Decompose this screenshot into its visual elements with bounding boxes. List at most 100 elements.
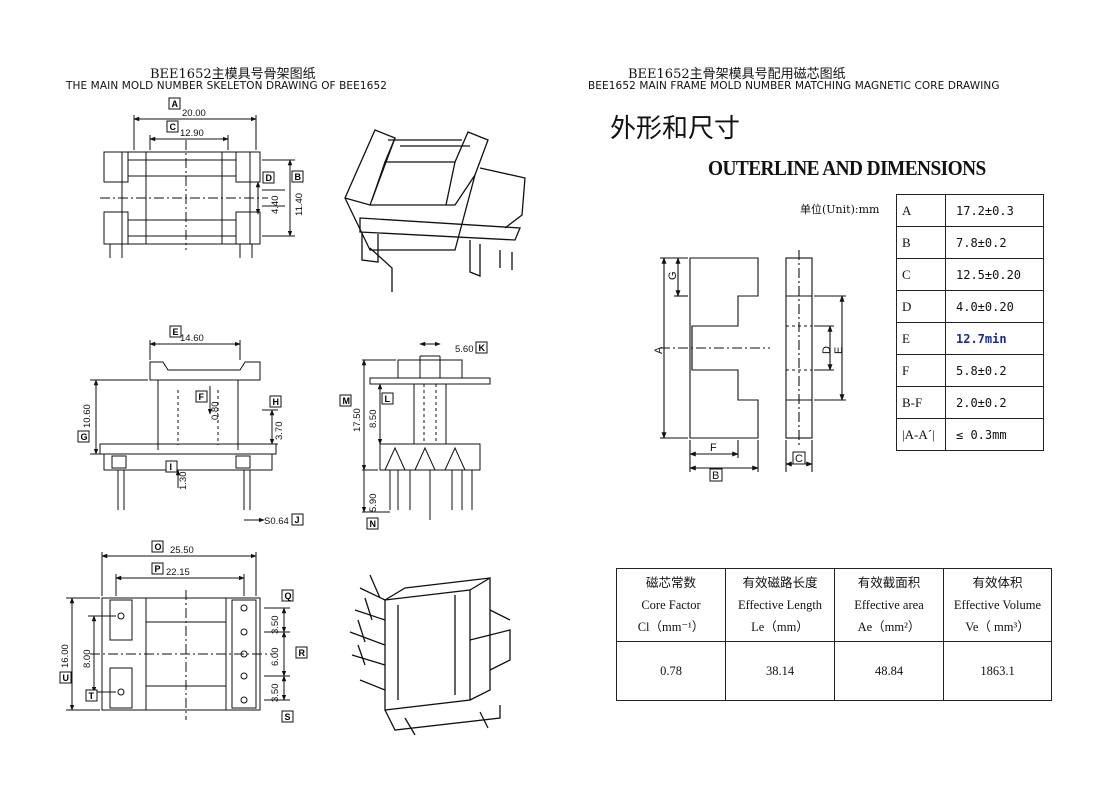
dim-value-q: 3.50	[270, 616, 281, 635]
header-en: Effective Length	[737, 598, 823, 612]
svg-text:B: B	[295, 172, 302, 182]
svg-text:L: L	[385, 394, 391, 404]
core-label-c: C	[795, 453, 803, 465]
dim-value: 5.8±0.2	[945, 354, 1044, 387]
dim-tag-e: E	[169, 325, 182, 338]
core-property-table: 磁芯常数 Core Factor Cl（mm⁻¹） 有效磁路长度 Effecti…	[616, 568, 1052, 701]
right-title-en: BEE1652 MAIN FRAME MOLD NUMBER MATCHING …	[588, 80, 1000, 92]
dim-value-p: 22.15	[166, 567, 190, 578]
value-core-factor: 0.78	[616, 641, 726, 701]
header-sym: Cl（mm⁻¹）	[637, 620, 705, 634]
svg-text:G: G	[81, 432, 88, 442]
svg-text:O: O	[155, 542, 162, 552]
header-sym: Ae（mm²）	[857, 620, 921, 634]
dim-value-i: 1.30	[178, 472, 189, 491]
header-en: Core Factor	[641, 598, 701, 612]
bobbin-bottom-view	[66, 552, 290, 720]
header-sym: Ve（ mm³）	[965, 620, 1030, 634]
core-label-c-box: C	[792, 451, 806, 465]
bobbin-top-view	[100, 115, 295, 258]
outline-title-cn: 外形和尺寸	[610, 114, 741, 144]
dim-tag-j: J	[291, 513, 304, 526]
dim-value: 7.8±0.2	[945, 226, 1044, 259]
dim-tag-h: H	[269, 395, 282, 408]
dim-value-k: 5.60	[455, 344, 474, 355]
core-label-g: G	[667, 271, 679, 280]
right-title-cn: BEE1652主骨架模具号配用磁芯图纸	[628, 67, 846, 82]
core-label-e: E	[833, 347, 845, 354]
svg-text:S: S	[285, 712, 291, 722]
dim-tag-l: L	[381, 392, 394, 405]
unit-label: 单位(Unit):mm	[800, 203, 880, 216]
dim-value-t: 8.00	[82, 650, 93, 669]
core-label-f: F	[710, 442, 717, 454]
value-effective-volume: 1863.1	[943, 641, 1052, 701]
dim-key: |A-A´|	[896, 418, 946, 451]
dim-value-l: 8.50	[368, 410, 379, 429]
svg-text:E: E	[173, 327, 179, 337]
header-en: Effective Volume	[953, 598, 1042, 612]
core-label-a: A	[653, 346, 665, 354]
dim-value-h: 3.70	[274, 422, 285, 441]
core-label-d: D	[821, 346, 833, 354]
core-drawing: A G F B C D E	[653, 250, 846, 482]
dim-key: B	[896, 226, 946, 259]
dim-value-e: 14.60	[180, 333, 204, 344]
header-core-factor: 磁芯常数 Core Factor Cl（mm⁻¹）	[616, 568, 726, 642]
dim-value-j: S0.64	[264, 516, 289, 527]
header-cn: 有效截面积	[857, 576, 921, 590]
dim-tag-d: D	[262, 171, 275, 184]
dim-tag-n: N	[366, 517, 379, 530]
dim-tag-r: R	[295, 646, 308, 659]
svg-text:N: N	[370, 519, 377, 529]
bobbin-drawings: 20.00 12.90 4.40 11.40 14.60 0.80 10.60 …	[59, 97, 526, 736]
dim-tag-m: M	[339, 394, 352, 407]
dim-key: E	[896, 322, 946, 355]
header-effective-length: 有效磁路长度 Effective Length Le（mm）	[725, 568, 835, 642]
dim-tag-o: O	[151, 540, 164, 553]
svg-text:T: T	[89, 691, 95, 701]
dim-value-m: 17.50	[352, 408, 363, 432]
dim-key: D	[896, 290, 946, 323]
dim-tag-b: B	[291, 170, 304, 183]
bobbin-iso-bottom	[349, 574, 511, 736]
value-effective-length: 38.14	[725, 641, 835, 701]
dim-value: 4.0±0.20	[945, 290, 1044, 323]
header-effective-area: 有效截面积 Effective area Ae（mm²）	[834, 568, 944, 642]
header-sym: Le（mm）	[751, 620, 809, 634]
svg-text:C: C	[170, 122, 177, 132]
svg-text:Q: Q	[285, 591, 292, 601]
bobbin-front-view	[361, 341, 491, 520]
dim-value-s: 3.50	[270, 684, 281, 703]
dim-value-highlight: 12.7min	[945, 322, 1044, 355]
header-en: Effective area	[854, 598, 924, 612]
header-effective-volume: 有效体积 Effective Volume Ve（ mm³）	[943, 568, 1052, 642]
dim-value-d: 4.40	[270, 196, 281, 215]
bobbin-iso-top	[344, 129, 526, 292]
svg-text:D: D	[266, 173, 273, 183]
svg-text:M: M	[343, 396, 351, 406]
dim-value-a: 20.00	[182, 108, 206, 119]
dim-value-b: 11.40	[294, 193, 305, 216]
dim-value-f: 0.80	[210, 402, 221, 421]
dim-tag-f: F	[195, 390, 208, 403]
left-title-cn: BEE1652主模具号骨架图纸	[150, 67, 316, 82]
svg-text:R: R	[299, 648, 306, 658]
dim-value-u: 16.00	[60, 644, 71, 668]
svg-text:H: H	[273, 397, 280, 407]
dim-tag-g: G	[77, 430, 90, 443]
dim-value-c: 12.90	[180, 128, 204, 139]
svg-text:J: J	[295, 515, 300, 525]
dim-value: 17.2±0.3	[945, 194, 1044, 227]
value-effective-area: 48.84	[834, 641, 944, 701]
dim-tag-s: S	[281, 710, 294, 723]
dim-value: 12.5±0.20	[945, 258, 1044, 291]
dim-value: ≤ 0.3mm	[945, 418, 1044, 451]
header-cn: 有效体积	[972, 576, 1023, 590]
dim-tag-a: A	[168, 97, 181, 110]
